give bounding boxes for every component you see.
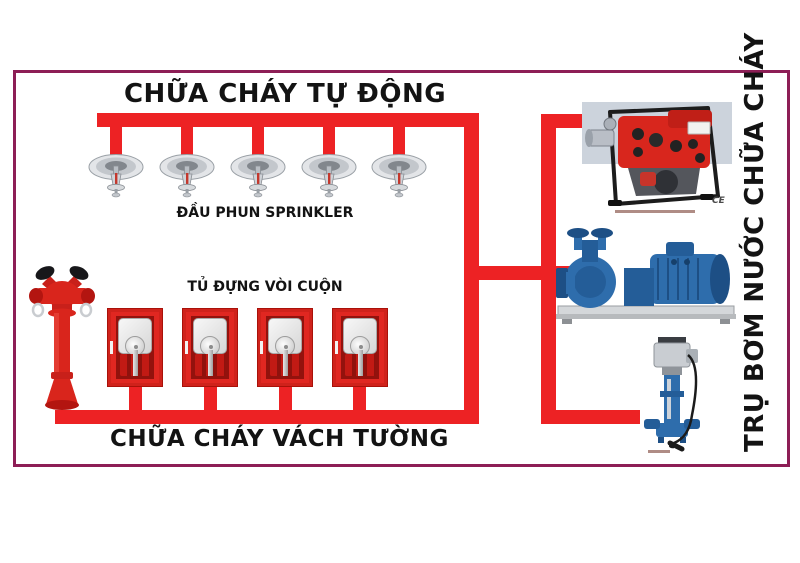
cabinet-window [191, 316, 229, 379]
label-sprinkler-heads: ĐẦU PHUN SPRINKLER [176, 205, 354, 221]
hose-nozzle [133, 350, 138, 376]
cabinet-handle [185, 341, 188, 354]
cabinet-handle [335, 341, 338, 354]
sprinkler-head-icon [159, 154, 215, 198]
pipe-sprinkler-drop [323, 120, 335, 162]
portable-fire-pump-image [582, 102, 732, 210]
pipe-cross-connector [464, 266, 576, 280]
pipe-branch-portable-pump [541, 114, 585, 128]
pipe-sprinkler-drop [110, 120, 122, 162]
cabinet-window [341, 316, 379, 379]
centrifugal-pump-image [556, 228, 736, 324]
pipe-branch-vertical-pump [541, 410, 640, 424]
ce-mark: CE [712, 196, 725, 206]
pump-caption-placeholder [648, 450, 670, 453]
hose-nozzle [208, 350, 213, 376]
pipe-bottom-header [55, 410, 479, 424]
hose-reel-cabinet [332, 308, 388, 387]
hose-reel-cabinet [182, 308, 238, 387]
pipe-top-header [97, 113, 479, 127]
sprinkler-head-icon [230, 154, 286, 198]
sprinkler-head-icon [371, 154, 427, 198]
title-fire-pump-station: TRỤ BƠM NƯỚC CHỮA CHÁY [740, 32, 770, 452]
label-hose-cabinets: TỦ ĐỰNG VÒI CUỘN [187, 279, 343, 295]
cabinet-window [266, 316, 304, 379]
cabinet-door [193, 318, 227, 356]
cabinet-door [343, 318, 377, 356]
pump-caption-placeholder [615, 210, 695, 213]
pipe-sprinkler-drop [393, 120, 405, 162]
hose-reel-cabinet [107, 308, 163, 387]
fire-hydrant-image [29, 266, 95, 410]
pipe-cabinet-riser [204, 383, 217, 413]
pipe-sprinkler-drop [181, 120, 193, 162]
vertical-multistage-pump-image [644, 337, 700, 452]
cabinet-handle [110, 341, 113, 354]
cabinet-handle [260, 341, 263, 354]
cabinet-window [116, 316, 154, 379]
sprinkler-head-icon [88, 154, 144, 198]
sprinkler-head-icon [301, 154, 357, 198]
cabinet-door [268, 318, 302, 356]
title-wall-hydrant-system: CHỮA CHÁY VÁCH TƯỜNG [110, 426, 449, 452]
hose-nozzle [358, 350, 363, 376]
pipe-cabinet-riser [353, 383, 366, 413]
pipe-sprinkler-drop [252, 120, 264, 162]
hose-nozzle [283, 350, 288, 376]
cabinet-door [118, 318, 152, 356]
pipe-cabinet-riser [129, 383, 142, 413]
title-automatic-system: CHỮA CHÁY TỰ ĐỘNG [123, 79, 447, 109]
hose-reel-cabinet [257, 308, 313, 387]
pipe-cabinet-riser [279, 383, 292, 413]
